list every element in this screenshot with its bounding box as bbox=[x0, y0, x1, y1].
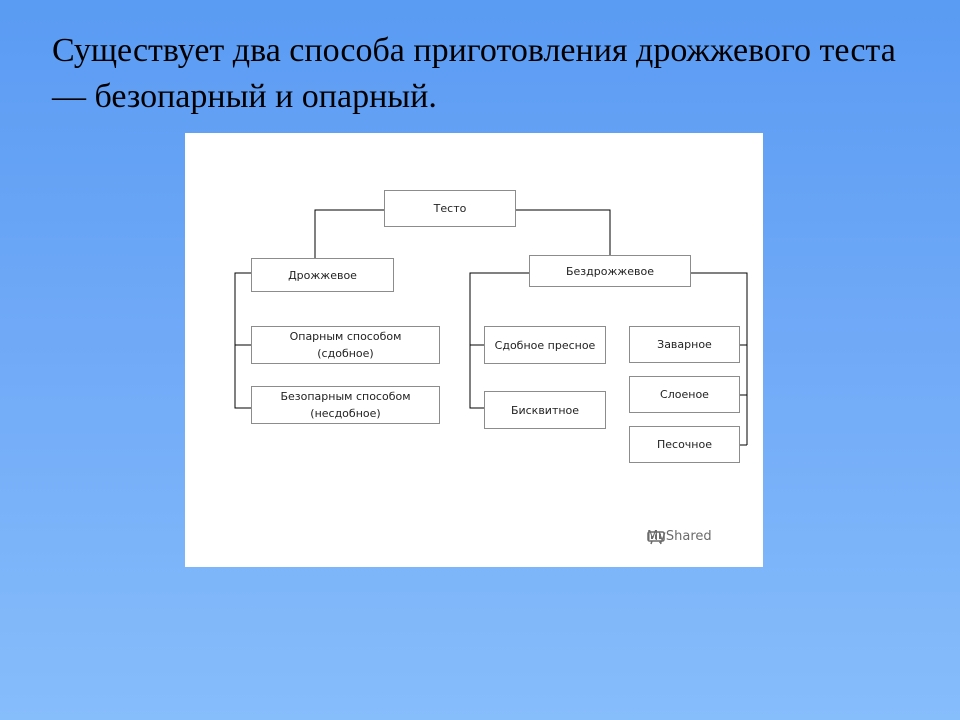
diagram-node-sponge-cake: Бисквитное bbox=[484, 391, 606, 429]
diagram-panel: Тесто Дрожжевое Опарным способом (сдобно… bbox=[185, 133, 763, 567]
diagram-node-sponge-method: Опарным способом (сдобное) bbox=[251, 326, 440, 364]
diagram-node-puff: Слоеное bbox=[629, 376, 740, 413]
myshared-watermark: MyShared bbox=[647, 529, 712, 545]
diagram-node-choux: Заварное bbox=[629, 326, 740, 363]
connector-lines bbox=[234, 209, 748, 446]
diagram-node-root: Тесто bbox=[384, 190, 516, 227]
diagram-node-shortcrust: Песочное bbox=[629, 426, 740, 463]
slide-title: Существует два способа приготовления дро… bbox=[52, 32, 896, 115]
myshared-logo-icon bbox=[647, 531, 665, 545]
diagram-node-yeastless: Бездрожжевое bbox=[529, 255, 691, 287]
diagram-node-rich-unleavened: Сдобное пресное bbox=[484, 326, 606, 364]
diagram-node-straight-method: Безопарным способом (несдобное) bbox=[251, 386, 440, 424]
diagram-node-yeast: Дрожжевое bbox=[251, 258, 394, 292]
